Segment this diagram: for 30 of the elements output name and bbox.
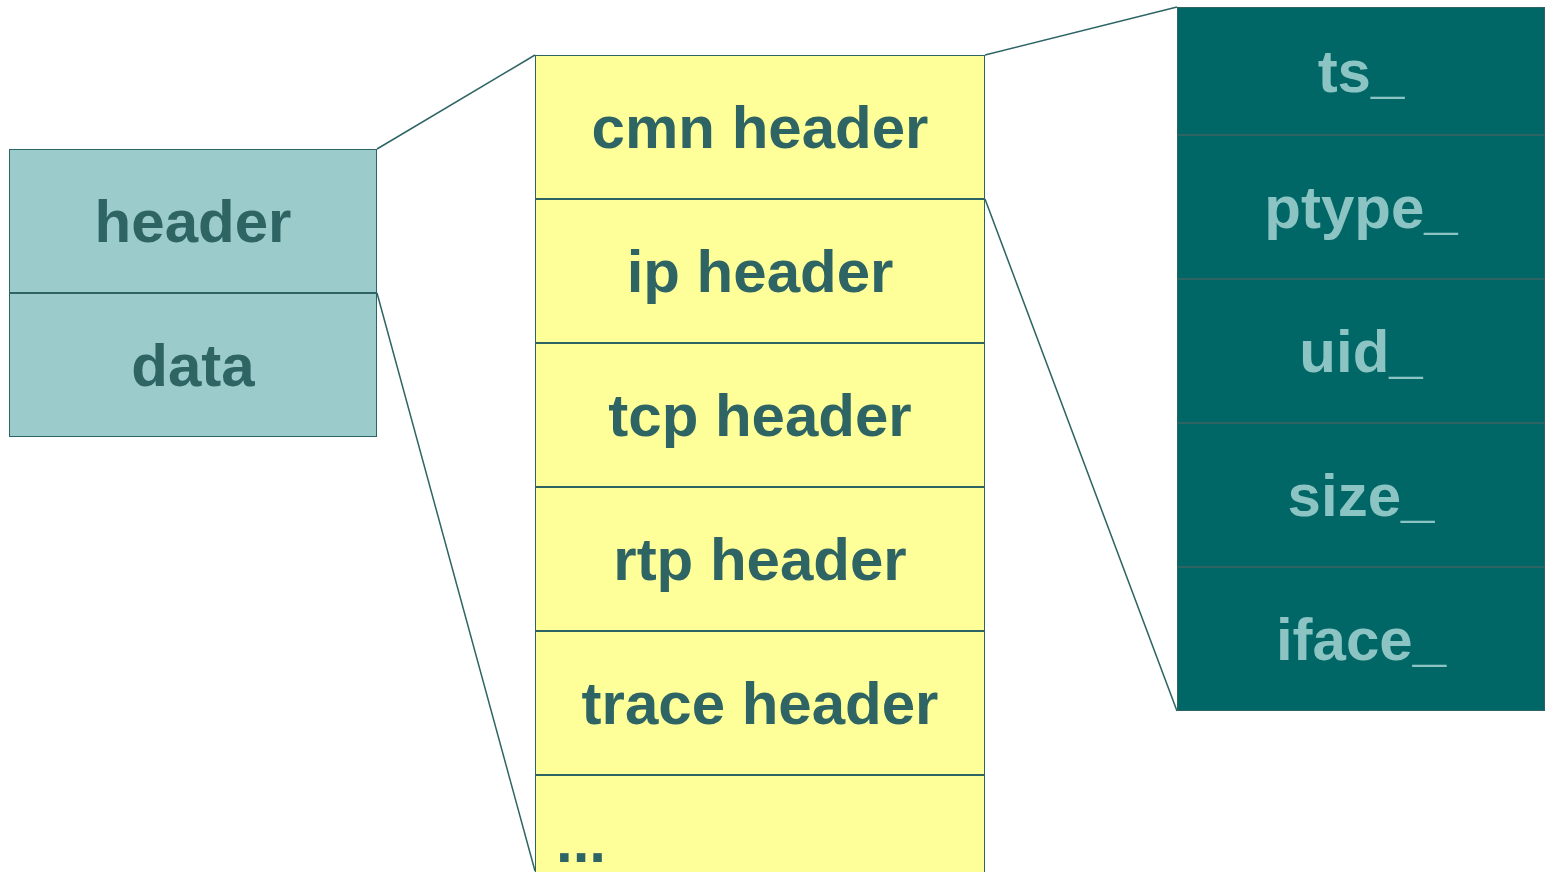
field-cell	[1177, 279, 1545, 423]
field-name: iface_	[1275, 604, 1447, 674]
expansion-line	[376, 54, 536, 150]
expansion-line	[984, 198, 1178, 712]
stack-cell	[535, 775, 985, 872]
stack-cell	[535, 199, 985, 343]
field-name: ...	[556, 807, 606, 872]
stack-cell	[535, 55, 985, 199]
expansion-line	[376, 292, 536, 872]
field-name: trace header	[581, 668, 939, 738]
field-name: rtp header	[613, 524, 907, 594]
field-name: cmn header	[591, 92, 929, 162]
stack-cell	[535, 487, 985, 631]
field-name: ip header	[626, 236, 894, 306]
stack-cell	[535, 343, 985, 487]
expansion-line	[984, 6, 1178, 56]
field-name: header	[94, 186, 292, 256]
field-name: uid_	[1299, 316, 1423, 386]
stack-cell	[9, 293, 377, 437]
field-cell	[1177, 135, 1545, 279]
field-cell	[1177, 423, 1545, 567]
field-name: tcp header	[608, 380, 912, 450]
field-name: ts_	[1317, 36, 1405, 106]
field-name: size_	[1287, 460, 1435, 530]
field-cell	[1177, 567, 1545, 711]
field-name: data	[131, 330, 255, 400]
field-name: ptype_	[1264, 172, 1458, 242]
field-cell	[1177, 7, 1545, 135]
stack-cell	[535, 631, 985, 775]
stack-cell	[9, 149, 377, 293]
